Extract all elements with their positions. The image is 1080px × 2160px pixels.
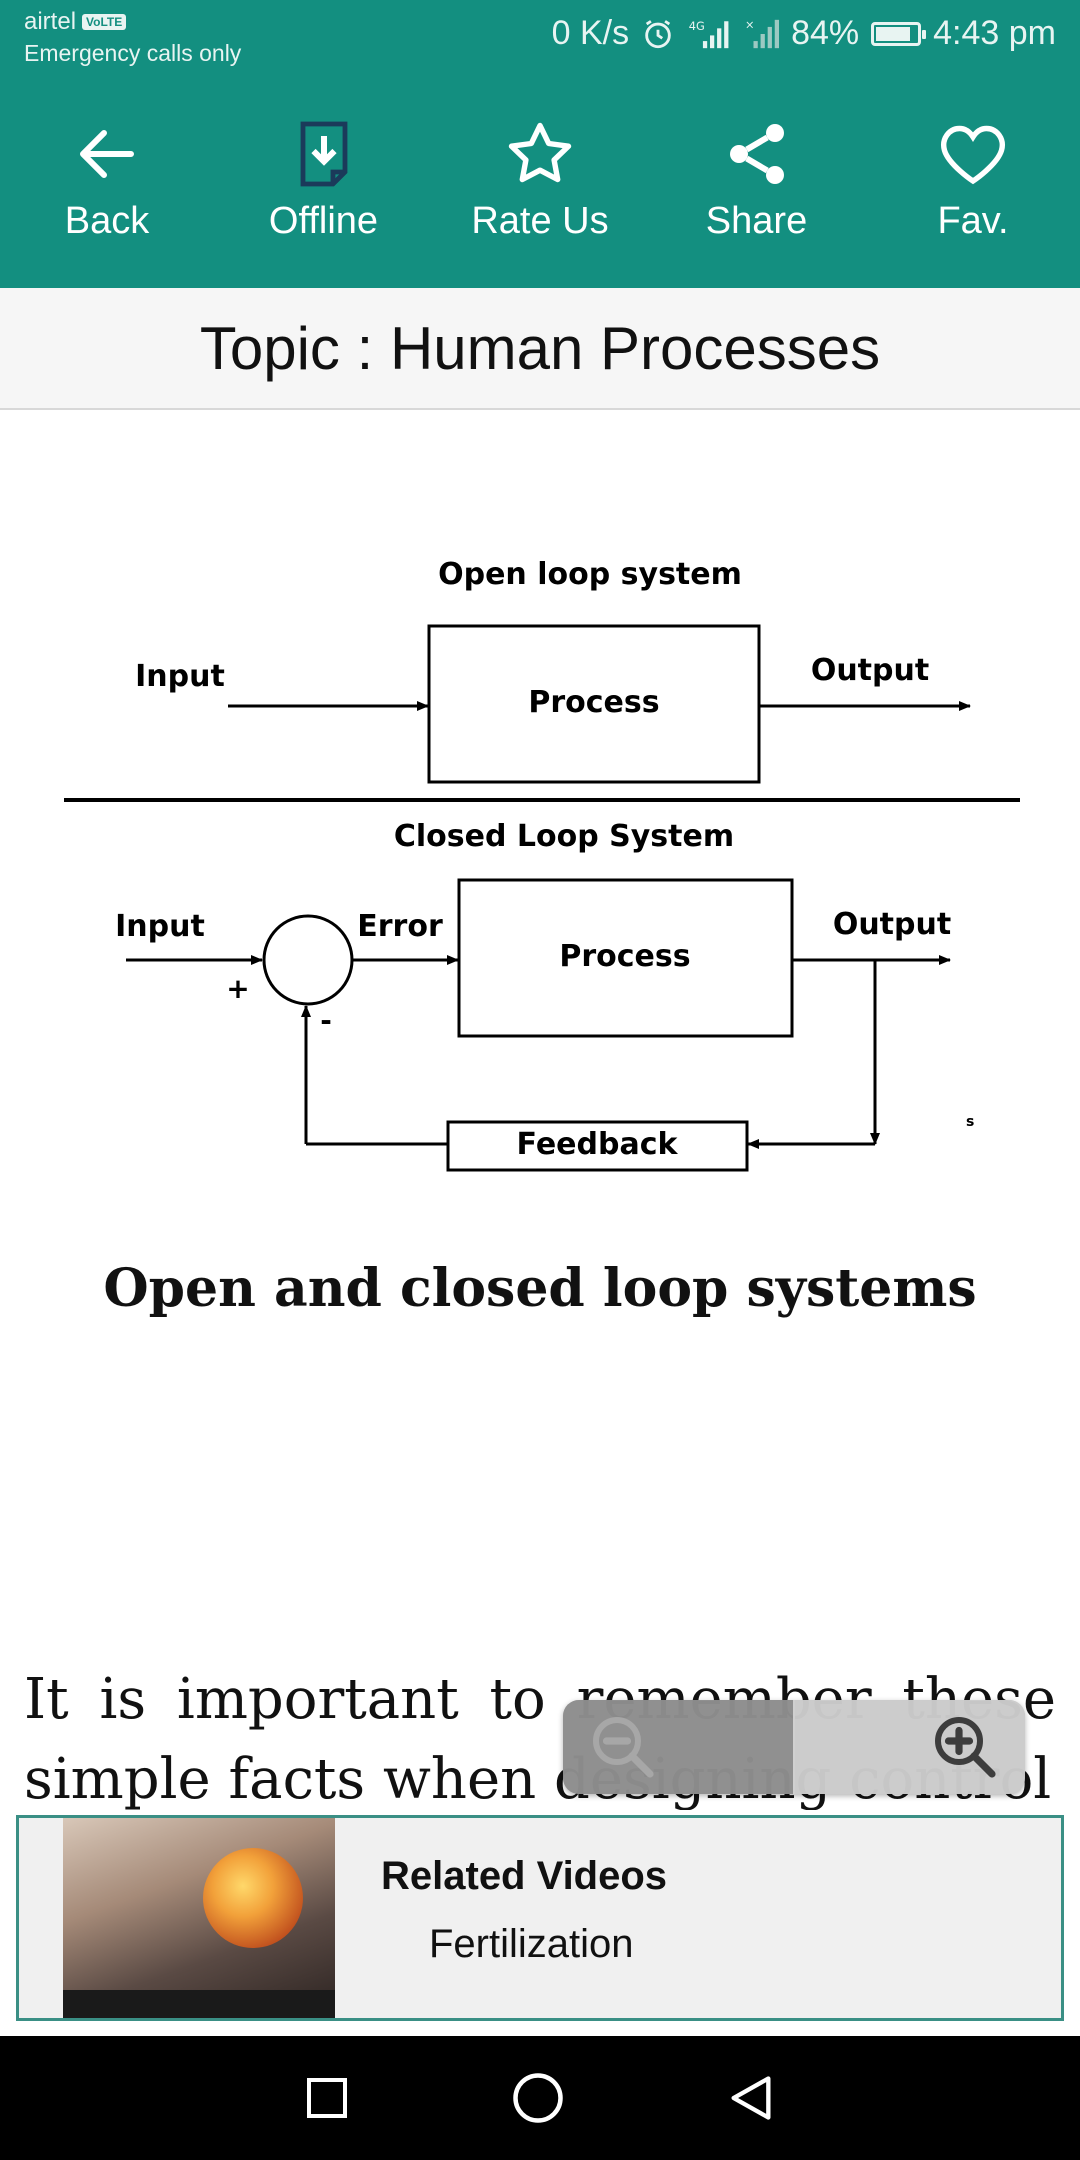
back-nav-button[interactable] bbox=[725, 2072, 777, 2124]
feedback-box bbox=[446, 1120, 749, 1172]
signal-no-service-icon: × bbox=[745, 17, 780, 51]
network-speed: 0 K/s bbox=[551, 14, 630, 52]
zoom-out-icon bbox=[593, 1717, 654, 1778]
download-document-icon bbox=[300, 121, 347, 186]
video-thumbnail[interactable] bbox=[63, 1818, 335, 2018]
closed-loop-process-box bbox=[457, 878, 794, 1038]
stray-mark: s bbox=[966, 1114, 974, 1130]
error-label: Error bbox=[357, 909, 443, 944]
clock: 4:43 pm bbox=[933, 14, 1056, 52]
battery-percent: 84% bbox=[791, 14, 860, 52]
battery-icon bbox=[871, 21, 927, 46]
closed-loop-process-label: Process bbox=[559, 939, 690, 974]
recents-button[interactable] bbox=[303, 2074, 351, 2122]
favorite-label: Fav. bbox=[937, 199, 1009, 242]
zoom-out-button[interactable] bbox=[563, 1700, 795, 1794]
zoom-in-icon bbox=[935, 1717, 996, 1778]
summing-plus-sign: + bbox=[226, 972, 249, 1005]
offline-button[interactable]: Offline bbox=[229, 72, 419, 288]
feedback-label: Feedback bbox=[517, 1127, 679, 1162]
star-icon bbox=[508, 122, 572, 182]
share-button[interactable]: Share bbox=[662, 72, 852, 288]
rate-us-label: Rate Us bbox=[471, 199, 609, 242]
offline-label: Offline bbox=[268, 199, 379, 242]
back-label: Back bbox=[64, 199, 150, 242]
toolbar: Back Offline Rate Us Share Fav. bbox=[0, 72, 1080, 288]
status-right: 0 K/s 4G × 84% 4:43 pm bbox=[552, 14, 1056, 53]
favorite-button[interactable]: Fav. bbox=[878, 72, 1068, 288]
back-button[interactable]: Back bbox=[12, 72, 202, 288]
navigation-bar bbox=[0, 2036, 1080, 2160]
triangle-back-icon bbox=[731, 2076, 771, 2120]
volte-badge: VoLTE bbox=[82, 14, 127, 30]
emergency-text: Emergency calls only bbox=[24, 40, 242, 66]
related-videos-card[interactable]: Related Videos Fertilization bbox=[16, 1815, 1064, 2021]
network-type: 4G bbox=[689, 18, 705, 32]
open-loop-output-label: Output bbox=[811, 653, 929, 688]
page-title: Topic : Human Processes bbox=[199, 314, 881, 382]
related-video-name: Fertilization bbox=[429, 1922, 634, 1966]
loop-systems-diagram: Open loop system Input Process Output Cl… bbox=[64, 557, 1020, 1172]
arrow-left-icon bbox=[80, 129, 134, 178]
summing-minus-sign: - bbox=[320, 1004, 332, 1037]
closed-loop-input-label: Input bbox=[115, 909, 205, 944]
open-loop-title: Open loop system bbox=[438, 557, 742, 592]
heart-icon bbox=[941, 125, 1005, 184]
summing-junction bbox=[262, 914, 354, 1006]
circle-icon bbox=[513, 2073, 563, 2123]
related-videos-title: Related Videos bbox=[381, 1854, 668, 1898]
square-icon bbox=[307, 2078, 347, 2118]
diagram-caption: Open and closed loop systems bbox=[103, 1258, 977, 1319]
alarm-icon bbox=[641, 17, 675, 51]
carrier: airtel VoLTE bbox=[24, 8, 127, 36]
svg-text:×: × bbox=[745, 17, 755, 31]
zoom-in-button[interactable] bbox=[795, 1700, 1025, 1794]
signal-4g-icon: 4G bbox=[687, 17, 733, 51]
carrier-name: airtel bbox=[24, 8, 77, 35]
open-loop-input-label: Input bbox=[135, 659, 225, 694]
thumbnail-band bbox=[63, 1990, 335, 2018]
home-button[interactable] bbox=[511, 2071, 565, 2125]
topic-header: Topic : Human Processes bbox=[0, 288, 1080, 410]
closed-loop-title: Closed Loop System bbox=[394, 819, 734, 854]
share-label: Share bbox=[705, 199, 808, 242]
open-loop-process-label: Process bbox=[528, 685, 659, 720]
thumbnail-egg-image bbox=[203, 1848, 303, 1948]
rate-us-button[interactable]: Rate Us bbox=[445, 72, 635, 288]
status-bar: airtel VoLTE Emergency calls only 0 K/s … bbox=[0, 0, 1080, 72]
closed-loop-output-label: Output bbox=[833, 907, 951, 942]
share-icon bbox=[729, 123, 784, 184]
open-loop-process-box bbox=[427, 624, 761, 784]
zoom-controls bbox=[563, 1700, 1025, 1794]
